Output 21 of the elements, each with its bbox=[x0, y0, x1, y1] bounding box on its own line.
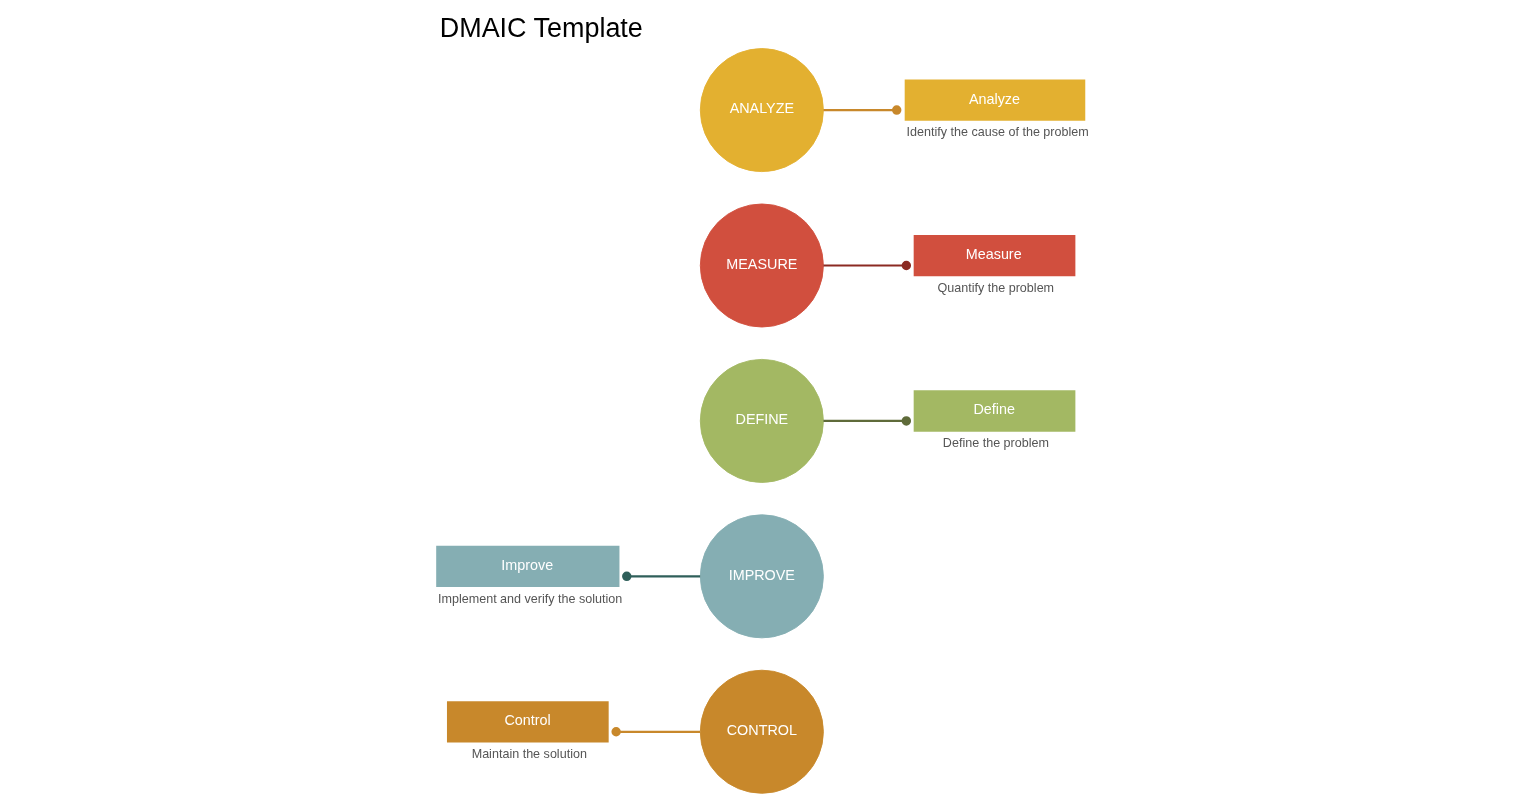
connector bbox=[621, 571, 700, 582]
connector bbox=[610, 727, 700, 737]
node-label: Quantify the problem bbox=[936, 280, 1054, 295]
node-label: Identify the cause of the problem bbox=[905, 125, 1089, 140]
node-circle: MEASURE bbox=[699, 203, 824, 328]
node-circle: IMPROVE bbox=[699, 514, 824, 639]
node-label: Define the problem bbox=[942, 436, 1049, 451]
connector bbox=[822, 416, 911, 426]
node-box: Control bbox=[446, 701, 609, 743]
connector bbox=[822, 260, 911, 271]
node-label: Implement and verify the solution bbox=[437, 591, 622, 606]
node-circle: ANALYZE bbox=[699, 48, 824, 173]
node-circle: DEFINE bbox=[699, 358, 824, 483]
node-circle: CONTROL bbox=[699, 669, 824, 794]
node-box: Improve bbox=[435, 545, 619, 588]
diagram-title: DMAIC Template bbox=[439, 12, 643, 43]
node-box: Define bbox=[913, 390, 1075, 432]
node-box: Analyze bbox=[904, 79, 1085, 121]
connector bbox=[822, 105, 901, 115]
node-box: Measure bbox=[913, 234, 1075, 277]
node-label: Maintain the solution bbox=[471, 746, 587, 761]
